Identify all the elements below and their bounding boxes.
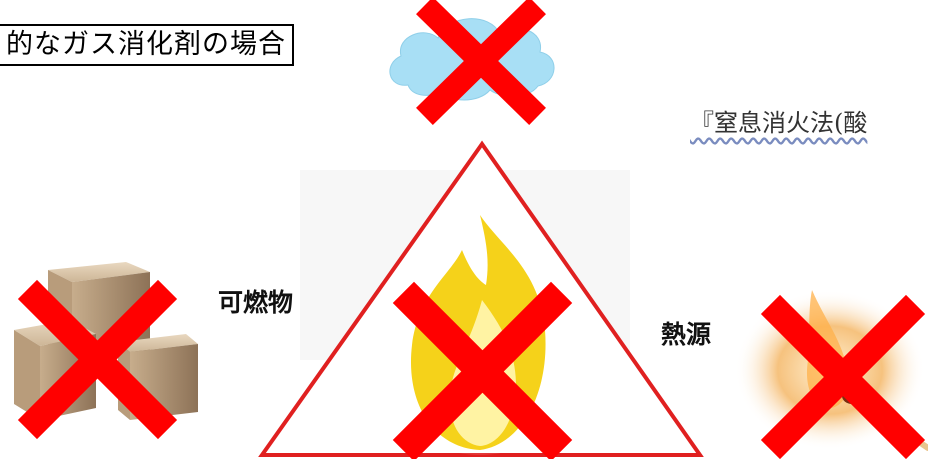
cross-mark-oxygen [416,0,546,125]
combustible-label: 可燃物 [218,288,294,317]
cross-mark-flame [392,281,573,459]
cross-mark-heat-source [760,294,926,459]
method-caption: 『窒息消火法(酸 [690,109,868,137]
heat-source-label: 熱源 [661,320,712,349]
page-title: 的なガス消化剤の場合 [0,24,294,66]
cross-mark-combustible [17,279,178,440]
